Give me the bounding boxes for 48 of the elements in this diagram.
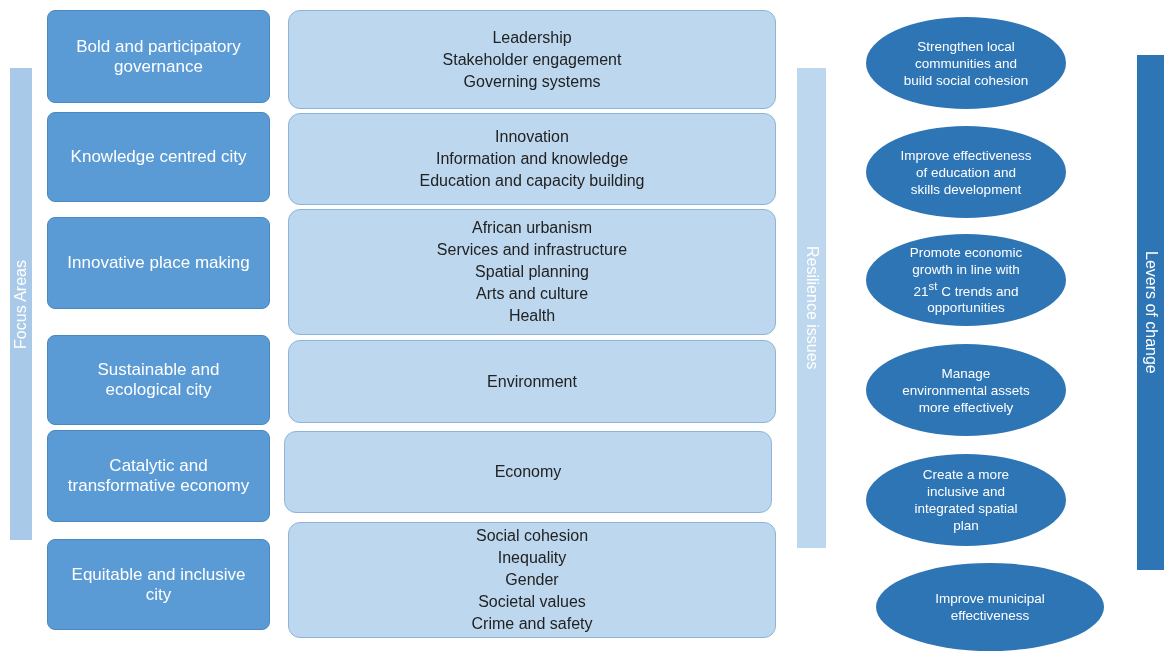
resilience-issue-text: Information and knowledge (435, 149, 629, 169)
resilience-issue-text: Inequality (497, 548, 567, 568)
resilience-issue-text: Arts and culture (475, 284, 589, 304)
resilience-issue-box (288, 522, 776, 638)
lever-text: Strengthen local communities and build social cohesion (902, 37, 1030, 89)
resilience-issue-text: Stakeholder engagement (442, 49, 622, 70)
lever-text: Promote economic growth in line with 21$^{st}$ C trends and opportunities (908, 243, 1024, 317)
resilience-issue-box (288, 209, 776, 335)
resilience-issue-text: Innovation (495, 127, 569, 147)
resilience-issue-text: African urbanism (471, 218, 592, 238)
focus-area-box (47, 217, 270, 309)
focus-area-box (47, 112, 270, 202)
focus-area-text: Bold and participatory governance (75, 36, 242, 77)
vertical-band (1137, 55, 1164, 570)
lever-text: Manage environmental assets more effectively (901, 364, 1031, 416)
focus-area-box (47, 10, 270, 103)
resilience-issue-text: Gender (505, 570, 559, 590)
resilience-issue-text: Societal values (478, 592, 586, 612)
lever-text: Improve municipal effectiveness (934, 590, 1046, 624)
resilience-issue-text: Health (508, 306, 556, 326)
resilience-issue-text: Leadership (492, 27, 572, 48)
band-title: Levers of change (1141, 251, 1160, 374)
lever-text: Improve effectiveness of education and skills development (900, 146, 1032, 198)
resilience-issue-text: Education and capacity building (419, 171, 645, 191)
resilience-issue-box (288, 10, 776, 109)
resilience-issue-box (284, 431, 772, 513)
focus-area-text: Equitable and inclusive city (70, 564, 247, 605)
resilience-issue-box (288, 340, 776, 423)
focus-area-box (47, 539, 270, 630)
focus-area-text: Sustainable and ecological city (96, 360, 221, 400)
band-title: Resilience issues (802, 246, 821, 370)
focus-area-text: Knowledge centred city (70, 147, 247, 167)
focus-area-text: Catalytic and transformative economy (66, 456, 251, 496)
focus-area-text: Innovative place making (67, 253, 250, 273)
resilience-issue-text: Crime and safety (471, 614, 593, 634)
band-title: Focus Areas (12, 259, 30, 349)
resilience-issue-text: Governing systems (463, 71, 601, 92)
resilience-issue-text: Social cohesion (475, 526, 589, 546)
resilience-issue-text: Environment (487, 371, 577, 392)
resilience-issue-box (288, 113, 776, 205)
focus-area-box (47, 430, 270, 522)
focus-area-box (47, 335, 270, 425)
resilience-issue-text: Economy (494, 462, 562, 482)
resilience-issue-text: Services and infrastructure (436, 240, 628, 260)
vertical-band (797, 68, 826, 548)
resilience-issue-text: Spatial planning (475, 262, 589, 282)
vertical-band (10, 68, 32, 540)
lever-text: Create a more inclusive and integrated spatial plan (913, 466, 1019, 534)
